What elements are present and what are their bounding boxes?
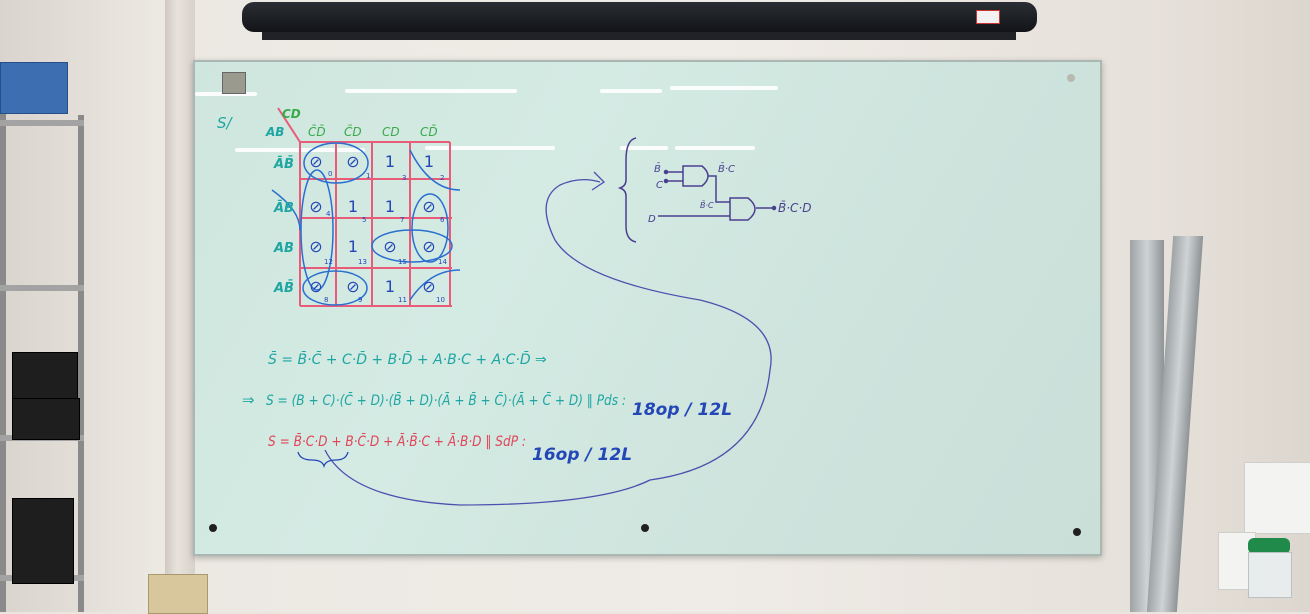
plastic-container (1244, 462, 1310, 534)
kmap-cell: ⊘ (309, 197, 322, 216)
kmap-index: 3 (402, 174, 406, 182)
kmap-cell: 1 (385, 277, 395, 296)
circuit-gate2-input: B̄·C (700, 200, 714, 210)
kmap-corner-rows: AB (265, 125, 284, 139)
kmap-row-header: AB (273, 241, 294, 256)
glare (675, 146, 755, 150)
projector-sticker (976, 10, 1000, 24)
equation-sdp-count: 16op / 12L (532, 445, 632, 465)
wall-pillar (165, 0, 195, 612)
equation-sdp: S = B̄·C·D + B·C̄·D + Ā·B̄·C + Ā·B·D ‖ S… (268, 432, 526, 450)
logic-circuit (617, 137, 777, 243)
kmap-cell: ⊘ (422, 277, 435, 296)
shelf-board (0, 120, 84, 126)
battery (12, 398, 80, 440)
kmap-col-header: C̄D̄ (308, 125, 326, 139)
blue-box (0, 62, 68, 114)
battery (12, 498, 74, 584)
connector-curve (324, 178, 772, 506)
shelf-post-right (78, 115, 84, 612)
kmap-index: 10 (436, 296, 445, 304)
circuit-labels: B̄ C D B̄·C B̄·C B̄·C·D (648, 162, 811, 225)
kmap-cell: 1 (348, 197, 358, 216)
shelf-post-left (0, 95, 6, 612)
connector-arrowhead (591, 171, 606, 191)
equation-s-bar: S̄ = B̄·C̄ + C·D̄ + B·D̄ + A·B·C + A·C·D… (268, 350, 547, 368)
kmap-col-header: C̄D (344, 125, 362, 139)
circuit-input-b: B̄ (654, 162, 661, 175)
projector-screen-case (242, 2, 1037, 32)
kmap-cell: ⊘ (309, 237, 322, 256)
circuit-input-c: C (656, 180, 663, 191)
glare (425, 146, 555, 150)
kmap-cell: ⊘ (383, 237, 396, 256)
shelf-board (0, 285, 84, 291)
kmap-cell: 1 (385, 197, 395, 216)
kmap-index: 11 (398, 296, 407, 304)
battery (12, 352, 78, 400)
kmap-index: 6 (440, 216, 445, 224)
circuit-output: B̄·C·D (778, 201, 811, 215)
kmap-cells: ⊘ ⊘ 1 1 ⊘ 1 1 ⊘ ⊘ 1 ⊘ ⊘ ⊘ ⊘ 1 ⊘ (309, 152, 435, 296)
sdp-brace (297, 451, 349, 469)
kmap-indices: 0 1 3 2 4 5 7 6 12 13 15 14 8 9 11 10 (324, 170, 447, 304)
jar (1248, 552, 1292, 598)
kmap-index: 12 (324, 258, 333, 266)
kmap-corner-cols: CD (282, 107, 301, 121)
kmap-index: 8 (324, 296, 328, 304)
board-magnet (222, 72, 246, 94)
kmap-cell: ⊘ (422, 237, 435, 256)
kmap-row-headers: ĀB̄ ĀB AB AB̄ (273, 156, 294, 296)
circuit-input-d: D (648, 214, 656, 225)
kmap-cell: 1 (348, 237, 358, 256)
glare (345, 89, 517, 93)
kmap-index: 1 (366, 172, 370, 180)
kmap-row-header: AB̄ (273, 280, 294, 296)
equation-pds: S = (B + C)·(C̄ + D)·(B̄ + D)·(Ā + B̄ + … (266, 391, 626, 409)
equation-pds-count: 18op / 12L (632, 400, 732, 420)
kmap-index: 7 (400, 216, 404, 224)
jar-lid (1248, 538, 1290, 554)
board-screw (641, 524, 649, 532)
glare (670, 86, 778, 90)
board-screw (1073, 528, 1081, 536)
kmap-index: 5 (362, 216, 366, 224)
projector-screen-bar (262, 32, 1016, 40)
circuit-gate1-output: B̄·C (718, 162, 735, 175)
kmap-cell: 1 (424, 152, 434, 171)
kmap-col-header: CD̄ (420, 125, 438, 139)
kmap-index: 15 (398, 258, 407, 266)
glare (195, 92, 257, 96)
kmap-cell: ⊘ (346, 152, 359, 171)
glare (600, 89, 662, 93)
kmap-index: 0 (328, 170, 332, 178)
kmap-col-headers: C̄D̄ C̄D CD CD̄ (308, 125, 438, 139)
kmap-cell: ⊘ (309, 277, 322, 296)
board-screw (209, 524, 217, 532)
equation-arrow: ⇒ (242, 391, 255, 409)
kmap-cell: 1 (385, 152, 395, 171)
kmap-index: 14 (438, 258, 447, 266)
kmap-index: 13 (358, 258, 367, 266)
kmap-cell: ⊘ (422, 197, 435, 216)
label-s: S/ (217, 114, 234, 132)
kmap-cell: ⊘ (346, 277, 359, 296)
kmap-col-header: CD (382, 125, 400, 139)
kmap-row-header: ĀB (273, 201, 294, 216)
glare (620, 146, 668, 150)
kmap-row-header: ĀB̄ (273, 156, 294, 172)
kmap-index: 2 (440, 174, 444, 182)
kmap-cell: ⊘ (309, 152, 322, 171)
kmap-groupings (271, 142, 461, 306)
kmap-index: 4 (326, 210, 331, 218)
wall-outlet (148, 574, 208, 614)
kmap-index: 9 (358, 296, 362, 304)
board-clip (1067, 74, 1075, 82)
